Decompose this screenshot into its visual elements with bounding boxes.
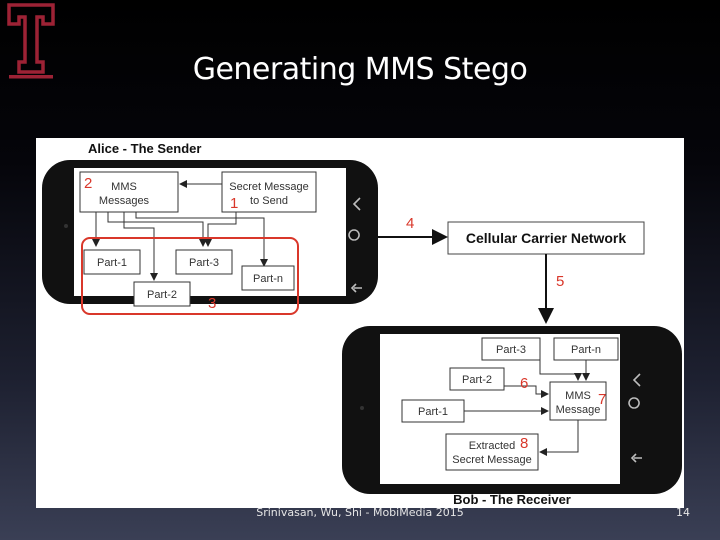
mms-message-line2: Message (556, 404, 601, 416)
parts-group-highlight (81, 237, 299, 315)
receiver-part-n: Part-n (553, 337, 619, 361)
slide-footer: Srinivasan, Wu, Shi - MobiMedia 2015 (256, 506, 464, 519)
network-label: Cellular Carrier Network (466, 230, 626, 246)
secret-message-box: Secret Message to Send (221, 171, 317, 213)
recent-icon (350, 283, 362, 293)
mms-messages-box: MMS Messages (79, 171, 179, 213)
mms-message-line1: MMS (565, 390, 591, 402)
sender-part-1-label: Part-1 (97, 257, 127, 269)
page-number: 14 (676, 506, 690, 519)
step-3: 3 (208, 295, 216, 312)
back-icon (352, 197, 361, 211)
extracted-secret-line1: Extracted (469, 440, 515, 452)
mms-stego-diagram: Alice - The Sender MMS Messages Secret M… (42, 141, 682, 507)
sender-part-2: Part-2 (133, 281, 191, 307)
sender-part-3-label: Part-3 (189, 257, 219, 269)
step-8: 8 (520, 435, 528, 452)
step-7: 7 (598, 391, 606, 408)
diagram-figure: Alice - The Sender MMS Messages Secret M… (36, 138, 684, 508)
home-icon (348, 229, 360, 241)
receiver-part-3: Part-3 (481, 337, 541, 361)
mms-message-box: MMS Message (549, 381, 607, 421)
step-6: 6 (520, 375, 528, 392)
slide-title: Generating MMS Stego (192, 52, 528, 87)
step-1: 1 (230, 195, 238, 212)
receiver-part-1-label: Part-1 (418, 406, 448, 418)
mms-messages-line2: Messages (99, 195, 150, 207)
step-2: 2 (84, 175, 92, 192)
step-5: 5 (556, 273, 564, 290)
receiver-back-icon (632, 373, 641, 387)
extracted-secret-box: Extracted Secret Message (445, 433, 539, 471)
sender-part-n: Part-n (241, 265, 295, 291)
extracted-secret-line2: Secret Message (452, 454, 531, 466)
network-box: Cellular Carrier Network (447, 221, 645, 255)
receiver-part-2: Part-2 (449, 367, 505, 391)
secret-message-line2: to Send (250, 195, 288, 207)
receiver-part-1: Part-1 (401, 399, 465, 423)
sender-part-n-label: Part-n (253, 273, 283, 285)
secret-message-line1: Secret Message (229, 181, 308, 193)
sender-label: Alice - The Sender (88, 141, 201, 156)
step-4: 4 (406, 215, 414, 232)
sender-part-3: Part-3 (175, 249, 233, 275)
receiver-arrows (464, 349, 590, 456)
receiver-label: Bob - The Receiver (453, 492, 571, 507)
receiver-recent-icon (630, 453, 642, 463)
receiver-part-3-label: Part-3 (496, 344, 526, 356)
step-numbers: 1 2 3 4 5 6 7 8 (84, 175, 606, 452)
mms-messages-line1: MMS (111, 181, 137, 193)
sender-arrows (92, 180, 268, 281)
university-logo (7, 3, 55, 79)
receiver-part-n-label: Part-n (571, 344, 601, 356)
sender-part-2-label: Part-2 (147, 289, 177, 301)
sender-part-1: Part-1 (83, 249, 141, 275)
receiver-home-icon (628, 397, 640, 409)
receiver-part-2-label: Part-2 (462, 374, 492, 386)
